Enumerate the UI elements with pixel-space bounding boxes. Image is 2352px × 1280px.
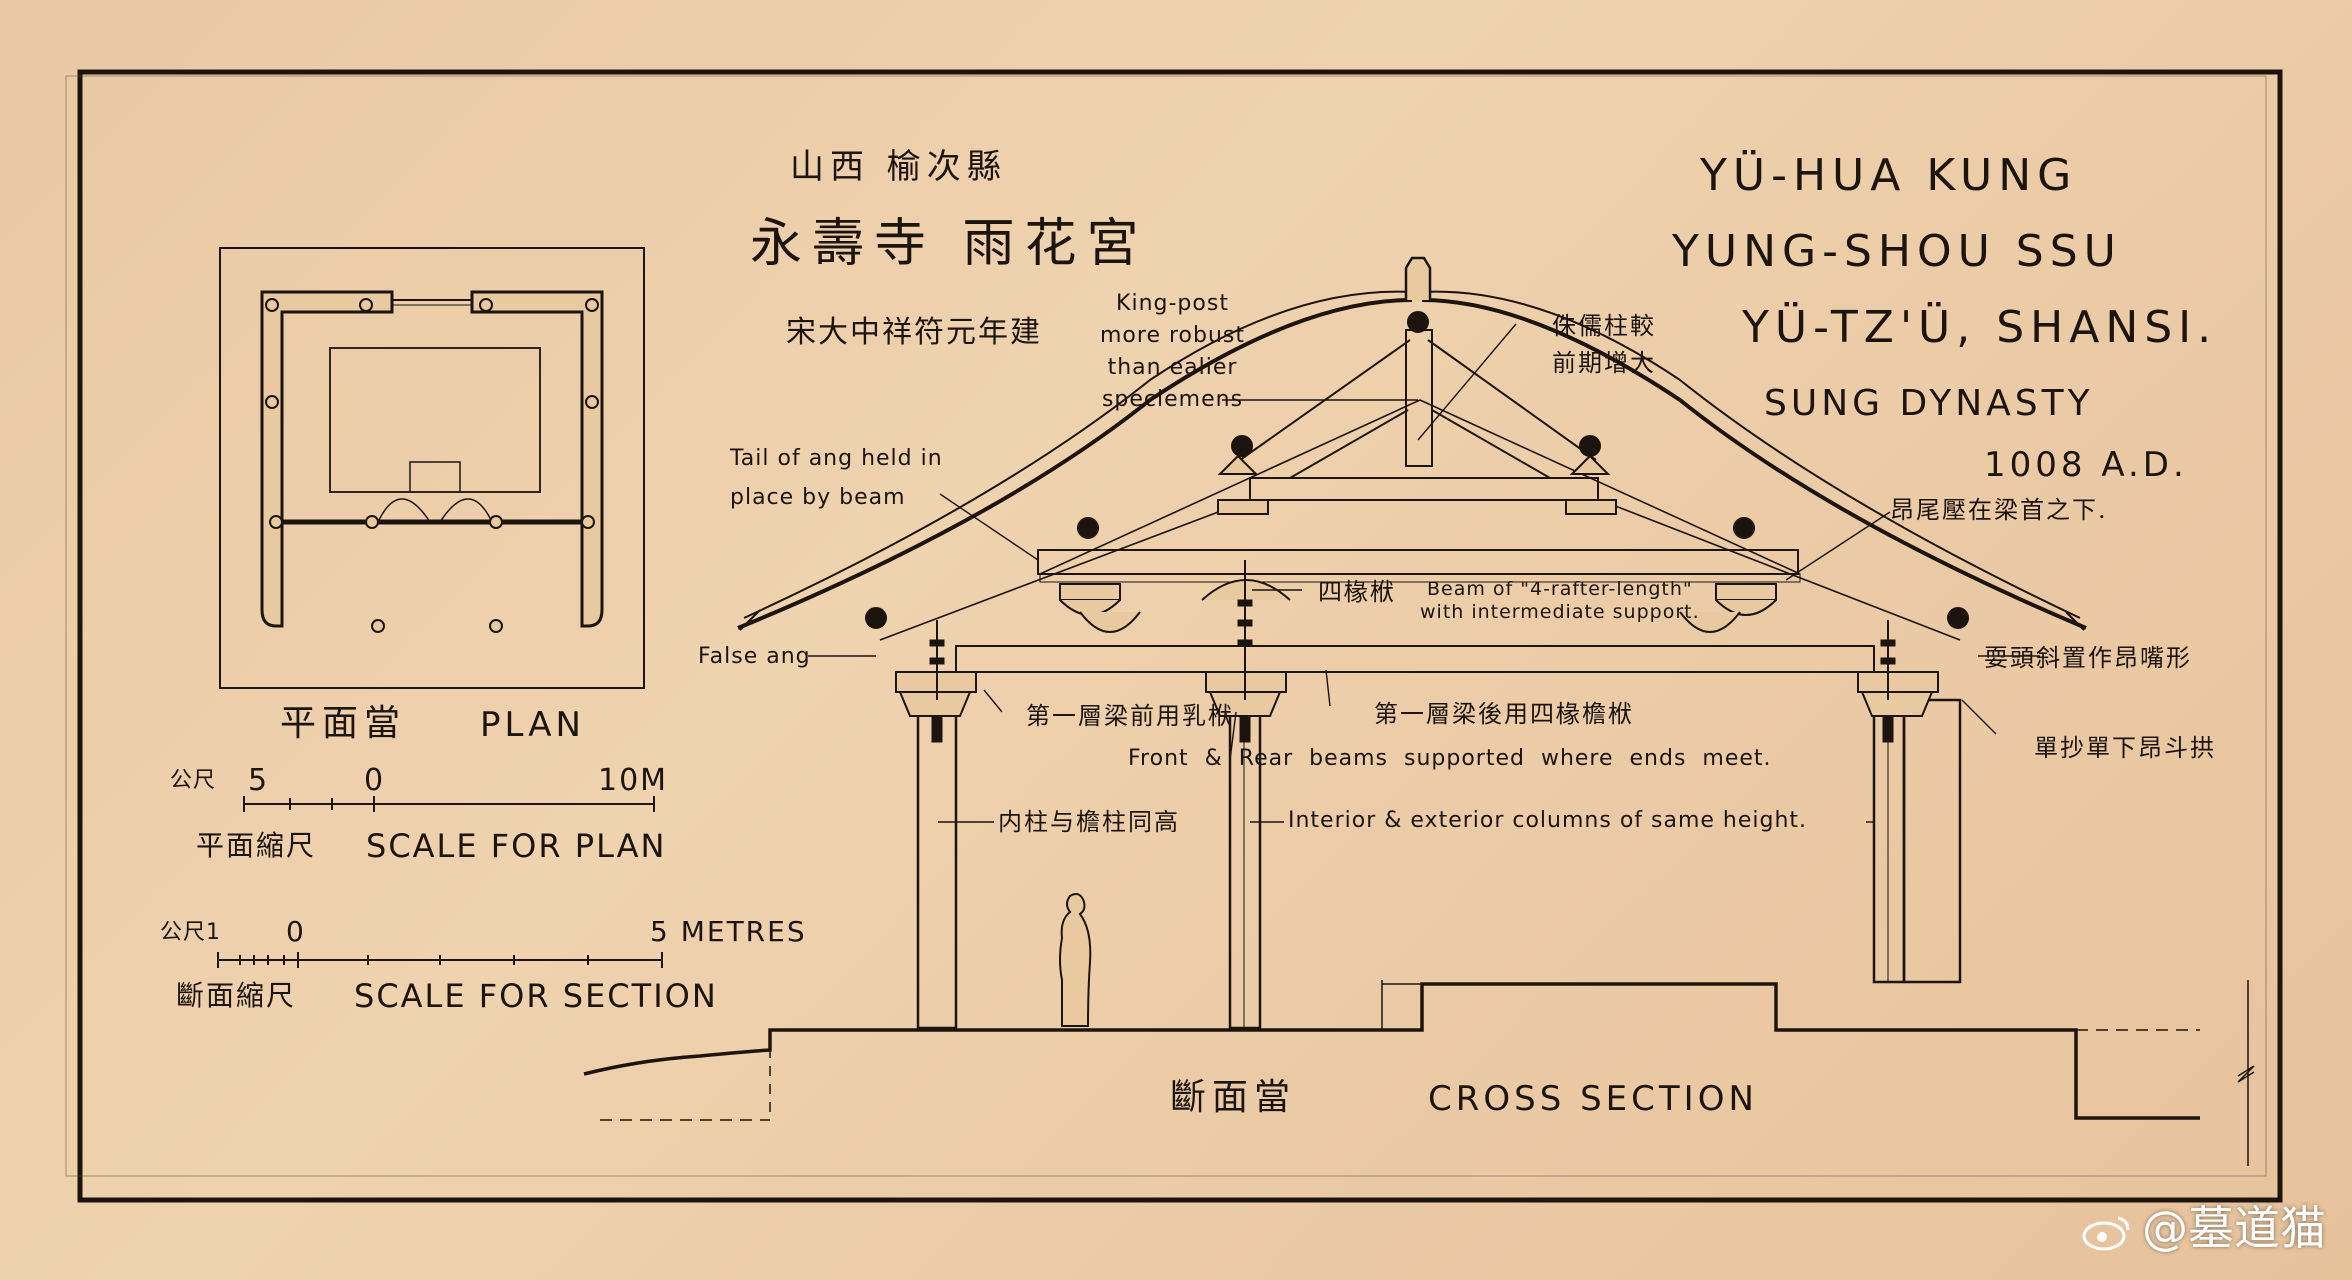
annotation-first-rear-cn: 第一層梁後用四椽檐栿 [1374,700,1634,728]
plan-title-en: PLAN [480,705,585,745]
section-scale-prefix: 公尺1 [160,920,221,945]
watermark-text: @墓道猫 [2142,1201,2326,1255]
watermark: @墓道猫 [2080,1192,2326,1258]
annotation-king-post: King-post more robust than ealier specie… [1100,291,1245,412]
plan-scale-zero: 0 [364,763,386,798]
section-scale-right: 5 METRES [650,915,807,948]
header-cn-date: 宋大中祥符元年建 [786,315,1042,350]
annotation-king-post-cn: 侏儒柱較 前期增大 [1552,312,1656,378]
header-en-year: 1008 A.D. [1984,445,2188,485]
plan-scale-label-en: SCALE FOR PLAN [366,827,667,865]
plan-title-cn: 平面當 [280,703,407,744]
section-scale-bar [217,952,663,968]
cross-section-drawing [583,256,2255,1166]
annotation-false-ang-cn: 耍頭斜置作昂嘴形 [1984,644,2192,672]
annotation-tail-ang: Tail of ang held in place by beam [730,446,943,510]
plan-scale-right: 10M [598,763,669,798]
annotation-first-front-cn: 第一層梁前用乳栿 [1026,702,1234,730]
plan-drawing [219,247,645,689]
weibo-icon [2082,1216,2130,1250]
plan-scale-prefix: 公尺 [170,768,217,793]
plan-scale-bar [243,796,655,812]
section-scale-zero: 0 [286,915,306,948]
plan-scale-left: 5 [248,763,270,798]
header-en-hall: YÜ-HUA KUNG [1700,150,2078,201]
header-en-dynasty: SUNG DYNASTY [1764,383,2094,424]
section-title-cn: 斷面當 [1170,1077,1297,1118]
header-cn-location: 山西 榆次縣 [790,147,1007,187]
annotation-false-ang: False ang [698,644,811,669]
section-scale-label-en: SCALE FOR SECTION [354,977,718,1015]
outer-border [77,69,2283,1203]
section-scale-label-cn: 斷面縮尺 [176,979,297,1012]
annotation-ang-tail-cn: 昂尾壓在梁首之下. [1890,496,2108,524]
header-en-temple: YUNG-SHOU SSU [1672,226,2122,277]
annotation-columns-cn: 内柱与檐柱同高 [998,808,1180,836]
inner-border-faint [65,75,2267,1177]
annotation-columns-en: Interior & exterior columns of same heig… [1288,808,1808,833]
annotation-beam-4-en: Beam of "4-rafter-length" with intermedi… [1420,578,1700,623]
annotation-beam-4-cn: 四椽栿 [1318,578,1396,606]
annotation-front-rear: Front & Rear beams supported where ends … [1128,746,1772,771]
annotation-bracket-cn: 單抄單下昂斗拱 [2034,734,2216,762]
header-cn-temple: 永壽寺 雨花宮 [750,214,1149,274]
section-title-en: CROSS SECTION [1428,1079,1758,1119]
header-en-location: YÜ-TZ'Ü, SHANSI. [1742,302,2218,353]
plan-scale-label-cn: 平面縮尺 [196,829,317,862]
